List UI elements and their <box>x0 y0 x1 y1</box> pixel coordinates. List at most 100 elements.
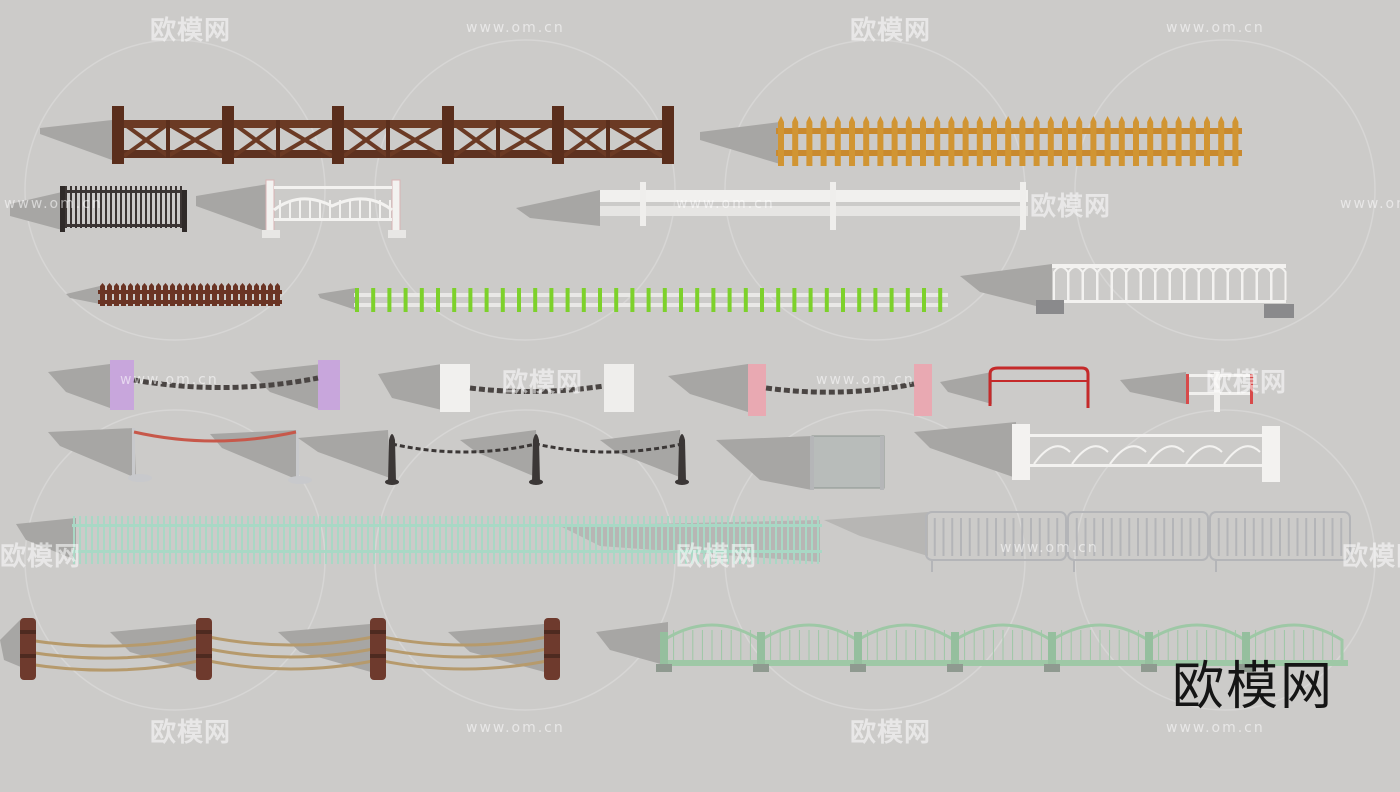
wood-post <box>222 106 234 164</box>
arch-post <box>1145 632 1153 672</box>
lime-post <box>533 288 538 312</box>
pink-chain-barrier <box>668 364 932 416</box>
arch-footing <box>656 664 672 672</box>
picket <box>1204 116 1210 166</box>
picket <box>1033 116 1040 166</box>
picket <box>1118 116 1125 166</box>
arch-panel <box>953 623 1053 660</box>
lime-post <box>355 288 359 312</box>
cross-brace <box>386 122 444 158</box>
picket <box>170 283 175 306</box>
cross-brace <box>452 122 500 158</box>
wood-post <box>662 106 674 164</box>
bollard <box>388 434 396 482</box>
lime-post <box>873 288 878 312</box>
picket <box>198 283 203 306</box>
arch-post <box>1242 632 1250 672</box>
ornament-curve <box>1185 445 1223 465</box>
picket <box>247 283 252 306</box>
watermark-large-brand: 欧模网 <box>1172 657 1335 717</box>
picket <box>156 283 161 306</box>
arch-panel <box>662 623 762 660</box>
lime-post <box>889 288 894 312</box>
picket <box>254 283 259 306</box>
arch-footing <box>753 664 769 672</box>
post-band <box>20 654 36 658</box>
wooden-post <box>196 618 212 680</box>
lime-post <box>630 288 635 312</box>
picket <box>1218 116 1225 166</box>
lime-post <box>711 288 716 312</box>
lime-post <box>857 288 862 312</box>
red-rail-barrier <box>940 366 1090 408</box>
arch-footing <box>1238 664 1254 672</box>
mint-iron-fence <box>16 516 822 564</box>
lime-post <box>776 288 781 312</box>
lime-post <box>598 288 602 312</box>
picket <box>806 116 813 166</box>
picket <box>891 116 898 166</box>
picket <box>121 283 126 306</box>
picket <box>920 116 926 166</box>
cross-brace <box>562 122 610 158</box>
picket <box>1133 116 1139 166</box>
picket <box>177 283 182 306</box>
picket <box>240 283 245 306</box>
arch-footing <box>947 664 963 672</box>
rope-strand <box>27 646 553 660</box>
lilac-chain-barrier <box>48 360 340 410</box>
lime-post <box>484 288 489 312</box>
post-band <box>196 654 212 658</box>
lime-post <box>468 288 473 312</box>
picket <box>114 283 119 306</box>
white-loop-barrier <box>960 264 1294 318</box>
picket <box>275 283 280 306</box>
picket <box>1005 116 1012 166</box>
black-bollard-chain <box>298 430 689 485</box>
arch-footing <box>1141 664 1157 672</box>
wood-post <box>332 106 344 164</box>
white-stone-chain-barrier <box>378 364 634 412</box>
ornament-curve <box>1109 445 1147 465</box>
picket <box>135 283 140 306</box>
picket <box>976 116 983 166</box>
lime-post <box>500 288 505 312</box>
picket <box>834 116 841 166</box>
picket <box>163 283 168 306</box>
rope-stanchion-barrier <box>48 428 312 484</box>
post-band <box>196 630 212 634</box>
picket <box>792 116 799 166</box>
bollard <box>532 434 540 482</box>
picket <box>863 116 870 166</box>
arch-footing <box>850 664 866 672</box>
lime-post <box>922 288 926 312</box>
picket <box>142 283 147 306</box>
glass-panel-barrier <box>716 435 885 490</box>
lime-post <box>824 288 829 312</box>
picket <box>1104 116 1111 166</box>
picket <box>107 283 112 306</box>
wooden-post <box>370 618 386 680</box>
picket <box>1062 116 1068 166</box>
dark-iron-fence <box>10 186 187 232</box>
white-guardrail <box>516 182 1028 230</box>
lime-post <box>662 288 667 312</box>
picket <box>1047 116 1054 166</box>
picket <box>1232 116 1239 166</box>
wood-post <box>276 120 280 158</box>
dark-wood-cross-fence <box>40 106 674 164</box>
ornament-curve <box>1147 445 1185 465</box>
lime-post <box>905 288 910 312</box>
lime-post <box>436 288 440 312</box>
post-band <box>544 654 560 658</box>
bollard-base <box>529 479 543 485</box>
brown-picket-fence <box>66 283 282 306</box>
picket <box>184 283 189 306</box>
picket <box>1161 116 1168 166</box>
rope-strand <box>27 658 553 672</box>
sage-arched-fence <box>596 622 1348 672</box>
arch-post <box>951 632 959 672</box>
arch-post <box>757 632 765 672</box>
